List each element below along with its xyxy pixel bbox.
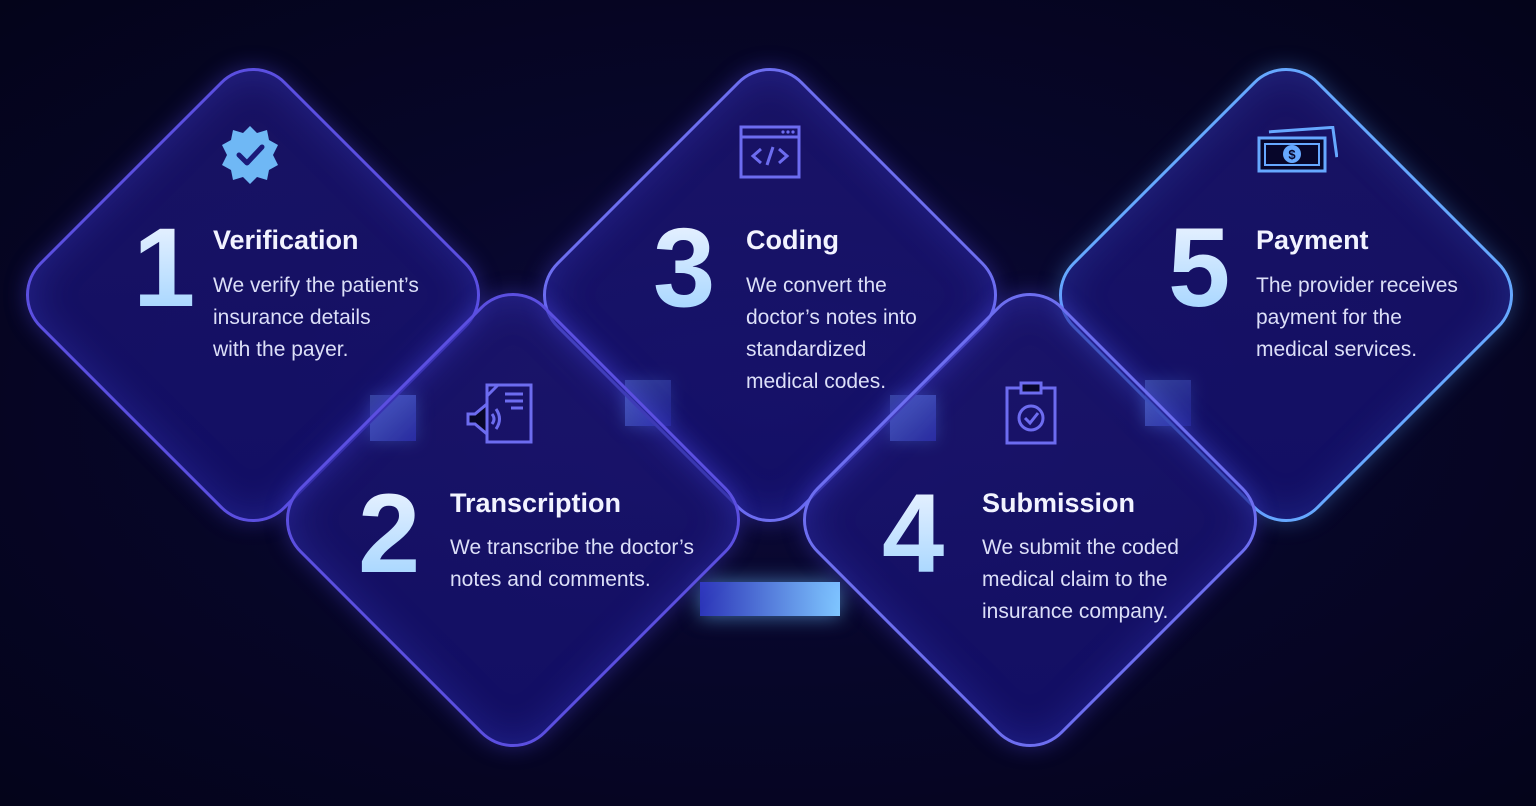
code-window-icon bbox=[739, 125, 801, 179]
step-4-title: Submission bbox=[982, 488, 1136, 518]
step-2-title: Transcription bbox=[450, 488, 622, 518]
description-line: We convert the bbox=[746, 274, 887, 297]
clipboard-check-icon bbox=[1005, 381, 1057, 445]
step-4-number: 4 bbox=[882, 471, 945, 596]
description-line: The provider receives bbox=[1256, 274, 1458, 297]
description-line: insurance details bbox=[213, 306, 371, 329]
step-5-description: The provider receives payment for the me… bbox=[1256, 270, 1516, 366]
step-1-number: 1 bbox=[133, 205, 196, 330]
description-line: We transcribe the doctor’s bbox=[450, 536, 694, 559]
description-line: We submit the coded bbox=[982, 536, 1179, 559]
step-5-number: 5 bbox=[1168, 205, 1231, 330]
verified-badge-icon bbox=[222, 126, 278, 184]
step-4-description: We submit the coded medical claim to the… bbox=[982, 532, 1242, 628]
description-line: We verify the patient’s bbox=[213, 274, 419, 297]
step-3-description: We convert the doctor’s notes into stand… bbox=[746, 270, 1006, 398]
step-5-title: Payment bbox=[1256, 225, 1369, 255]
description-line: insurance company. bbox=[982, 600, 1169, 623]
description-line: medical claim to the bbox=[982, 568, 1168, 591]
step-1-title: Verification bbox=[213, 225, 359, 255]
cash-icon: $ bbox=[1257, 126, 1338, 173]
step-1-description: We verify the patient’s insurance detail… bbox=[213, 270, 473, 366]
description-line: notes and comments. bbox=[450, 568, 651, 591]
step-2-description: We transcribe the doctor’s notes and com… bbox=[450, 532, 710, 596]
description-line: standardized bbox=[746, 338, 867, 361]
step-3-number: 3 bbox=[653, 205, 716, 330]
description-line: with the payer. bbox=[213, 338, 349, 361]
step-3-title: Coding bbox=[746, 225, 839, 255]
connector-bar-2-4 bbox=[700, 582, 840, 616]
svg-text:$: $ bbox=[1288, 147, 1296, 162]
description-line: payment for the bbox=[1256, 306, 1402, 329]
step-2-number: 2 bbox=[358, 471, 421, 596]
description-line: doctor’s notes into bbox=[746, 306, 917, 329]
description-line: medical codes. bbox=[746, 370, 887, 393]
description-line: medical services. bbox=[1256, 338, 1418, 361]
audio-document-icon bbox=[466, 383, 533, 444]
